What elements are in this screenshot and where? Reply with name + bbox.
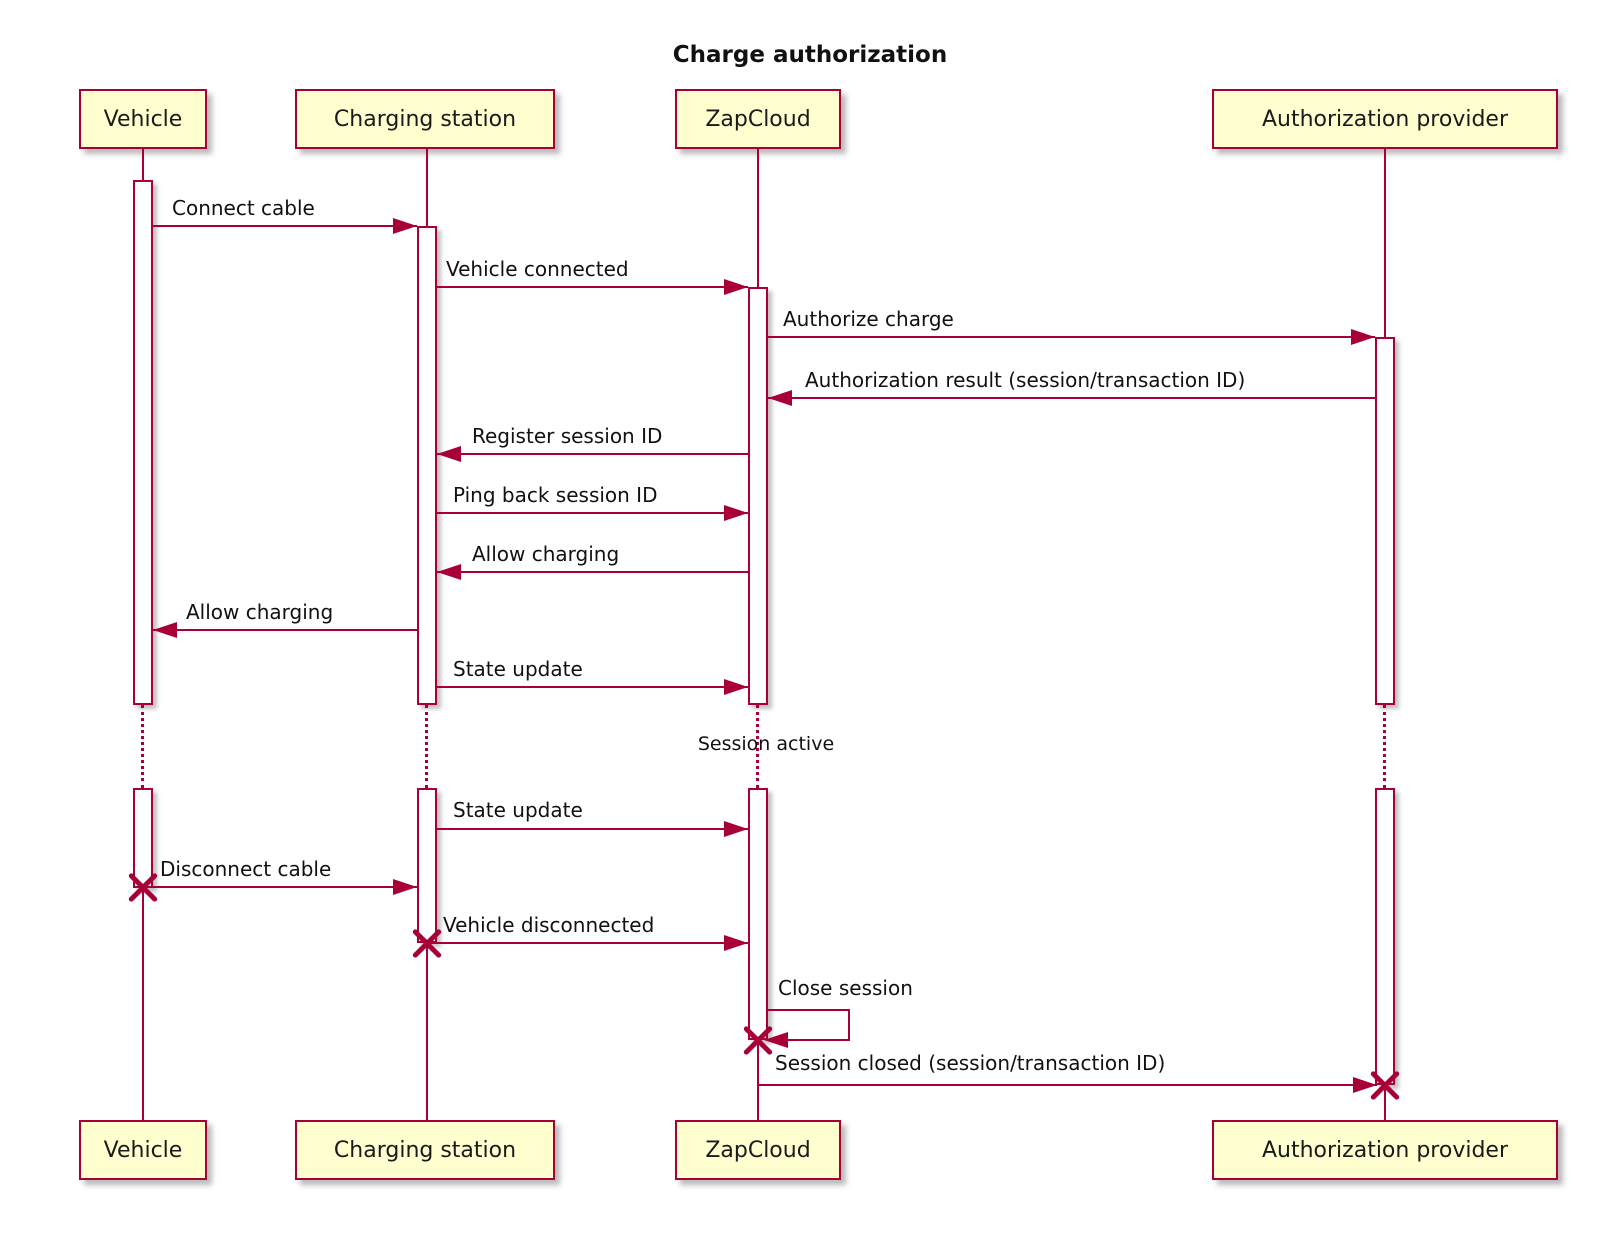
destroy-x-icon-authorization-provider bbox=[1367, 1067, 1403, 1103]
participant-box-vehicle-bottom: Vehicle bbox=[79, 1120, 207, 1180]
message-label-vehicle-disconnected: Vehicle disconnected bbox=[443, 913, 655, 937]
participant-label: Charging station bbox=[333, 106, 517, 132]
lifeline-vehicle-lower bbox=[142, 888, 144, 1120]
participant-label: ZapCloud bbox=[705, 106, 811, 132]
participant-label: ZapCloud bbox=[705, 1137, 811, 1163]
delay-dotted-lifeline-vehicle bbox=[141, 705, 144, 788]
arrowhead-right-icon bbox=[724, 279, 748, 295]
participant-label: Authorization provider bbox=[1261, 106, 1508, 132]
participant-box-charging-station-top: Charging station bbox=[295, 89, 555, 149]
lifeline-charging-station bbox=[426, 149, 428, 226]
delay-dotted-lifeline-charging-station bbox=[425, 705, 428, 788]
message-label-ping-back-session-id: Ping back session ID bbox=[453, 483, 658, 507]
arrowhead-left-icon bbox=[153, 622, 177, 638]
activation-bar-authorization-provider-2 bbox=[1375, 788, 1395, 1085]
message-label-vehicle-connected: Vehicle connected bbox=[446, 257, 629, 281]
lifeline-authorization-provider bbox=[1384, 149, 1386, 337]
participant-label: Vehicle bbox=[103, 106, 183, 132]
destroy-x-icon-vehicle bbox=[125, 869, 161, 905]
participant-label: Vehicle bbox=[103, 1137, 183, 1163]
message-label-close-session: Close session bbox=[778, 976, 913, 1000]
arrowhead-left-icon bbox=[437, 564, 461, 580]
destroy-x-icon-charging-station bbox=[409, 925, 445, 961]
lifeline-vehicle bbox=[142, 149, 144, 180]
arrowhead-right-icon bbox=[724, 821, 748, 837]
participant-box-vehicle-top: Vehicle bbox=[79, 89, 207, 149]
lifeline-charging-station-lower bbox=[426, 943, 428, 1120]
self-message-line-bottom bbox=[788, 1039, 850, 1041]
message-label-allow-charging-station: Allow charging bbox=[472, 542, 620, 566]
message-label-state-update-2: State update bbox=[453, 798, 583, 822]
delay-dotted-lifeline-zapcloud bbox=[756, 705, 759, 788]
lifeline-zapcloud bbox=[757, 149, 759, 287]
arrowhead-right-icon bbox=[393, 879, 417, 895]
activation-bar-zapcloud bbox=[748, 287, 768, 705]
arrowhead-left-icon bbox=[437, 446, 461, 462]
activation-bar-authorization-provider bbox=[1375, 337, 1395, 705]
message-label-allow-charging-vehicle: Allow charging bbox=[186, 600, 334, 624]
message-line bbox=[758, 1084, 1377, 1086]
message-line bbox=[768, 397, 1375, 399]
message-label-disconnect-cable: Disconnect cable bbox=[160, 857, 332, 881]
arrowhead-right-icon bbox=[724, 505, 748, 521]
message-line bbox=[427, 942, 748, 944]
activation-bar-charging-station-2 bbox=[417, 788, 437, 943]
activation-bar-vehicle bbox=[133, 180, 153, 705]
message-line bbox=[153, 225, 417, 227]
arrowhead-right-icon bbox=[724, 679, 748, 695]
participant-box-authorization-provider-top: Authorization provider bbox=[1212, 89, 1558, 149]
activation-bar-charging-station bbox=[417, 226, 437, 705]
self-message-line-side bbox=[848, 1009, 850, 1041]
message-line bbox=[143, 886, 417, 888]
participant-label: Authorization provider bbox=[1261, 1137, 1508, 1163]
delay-divider-label: Session active bbox=[697, 733, 835, 755]
message-line bbox=[437, 686, 748, 688]
message-line bbox=[437, 453, 748, 455]
arrowhead-right-icon bbox=[393, 218, 417, 234]
diagram-title: Charge authorization bbox=[672, 42, 948, 68]
lifeline-zapcloud-lower bbox=[757, 1040, 759, 1120]
message-line bbox=[437, 512, 748, 514]
message-label-connect-cable: Connect cable bbox=[172, 196, 315, 220]
participant-box-charging-station-bottom: Charging station bbox=[295, 1120, 555, 1180]
activation-bar-zapcloud-2 bbox=[748, 788, 768, 1040]
participant-box-authorization-provider-bottom: Authorization provider bbox=[1212, 1120, 1558, 1180]
message-label-state-update-1: State update bbox=[453, 657, 583, 681]
message-line bbox=[768, 336, 1375, 338]
message-label-session-closed: Session closed (session/transaction ID) bbox=[775, 1051, 1166, 1075]
message-line bbox=[437, 571, 748, 573]
delay-dotted-lifeline-authorization-provider bbox=[1383, 705, 1386, 788]
participant-label: Charging station bbox=[333, 1137, 517, 1163]
message-label-register-session-id: Register session ID bbox=[472, 424, 663, 448]
arrowhead-right-icon bbox=[1351, 329, 1375, 345]
message-line bbox=[437, 828, 748, 830]
message-line bbox=[153, 629, 417, 631]
self-message-line-top bbox=[768, 1009, 850, 1011]
message-line bbox=[437, 286, 748, 288]
participant-box-zapcloud-bottom: ZapCloud bbox=[675, 1120, 841, 1180]
arrowhead-left-icon bbox=[768, 390, 792, 406]
message-label-authorization-result: Authorization result (session/transactio… bbox=[805, 368, 1246, 392]
participant-box-zapcloud-top: ZapCloud bbox=[675, 89, 841, 149]
message-label-authorize-charge: Authorize charge bbox=[783, 307, 954, 331]
destroy-x-icon-zapcloud bbox=[740, 1022, 776, 1058]
arrowhead-right-icon bbox=[724, 935, 748, 951]
